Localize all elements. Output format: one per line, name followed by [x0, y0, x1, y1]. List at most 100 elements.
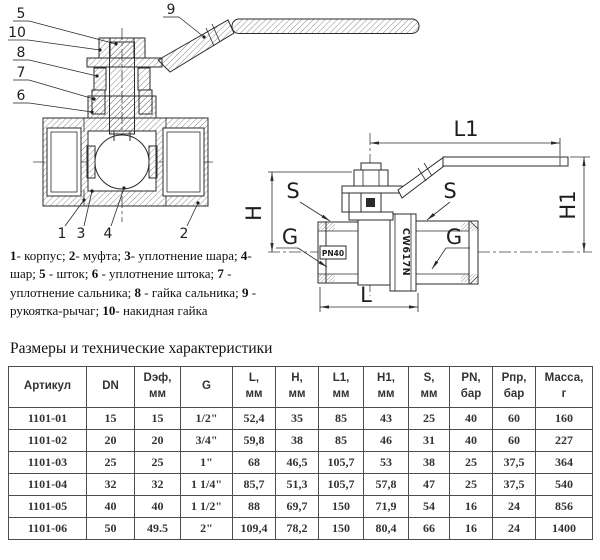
column-header: L, мм — [232, 366, 276, 408]
table-cell: 1 1/4" — [180, 473, 233, 496]
valve-body-side: PN40 CW617N — [317, 213, 479, 292]
table-cell: 37,5 — [492, 473, 536, 496]
stem-assembly-section — [86, 37, 163, 135]
table-cell: 1" — [180, 451, 233, 474]
table-cell: 68 — [232, 451, 276, 474]
parts-legend: 1- корпус; 2- муфта; 3- уплотнение шара;… — [10, 248, 257, 319]
table-cell: 38 — [275, 429, 319, 452]
table-cell: 60 — [492, 429, 536, 452]
table-cell: 16 — [449, 517, 493, 540]
table-cell: 32 — [134, 473, 181, 496]
table-cell: 54 — [408, 495, 450, 518]
legend-item-number: 2 — [68, 248, 76, 263]
table-cell: 46,5 — [275, 451, 319, 474]
table-title: Размеры и технические характеристики — [10, 340, 273, 357]
table-cell: 16 — [449, 495, 493, 518]
table-cell: 856 — [535, 495, 593, 518]
table-cell: 49.5 — [134, 517, 181, 540]
table-cell: 540 — [535, 473, 593, 496]
column-header: Dэф, мм — [134, 366, 181, 408]
table-cell: 15 — [134, 407, 181, 430]
table-cell: 105,7 — [318, 473, 364, 496]
table-cell: 37,5 — [492, 451, 536, 474]
table-cell: 85 — [318, 407, 364, 430]
table-cell: 40 — [449, 429, 493, 452]
table-cell: 150 — [318, 495, 364, 518]
column-header: PN, бар — [449, 366, 493, 408]
table-cell: 25 — [86, 451, 135, 474]
legend-item-number: 1 — [10, 248, 17, 263]
table-cell: 71,9 — [363, 495, 409, 518]
dim-L1: L1 — [453, 117, 478, 141]
dim-H1: H1 — [556, 190, 580, 219]
table-cell: 364 — [535, 451, 593, 474]
legend-item-number: 4 — [240, 248, 248, 263]
table-cell: 15 — [86, 407, 135, 430]
legend-item-number: 7 — [217, 266, 224, 282]
table-cell: 53 — [363, 451, 409, 474]
table-cell: 2" — [180, 517, 233, 540]
dim-G-right: G — [446, 225, 462, 249]
dim-H: H — [242, 205, 266, 221]
table-cell: 1/2" — [180, 407, 233, 430]
table-cell: 59,8 — [232, 429, 276, 452]
callout-3: 3 — [77, 226, 86, 242]
table-cell: 32 — [86, 473, 135, 496]
pressure-marking-box — [319, 245, 347, 260]
legend-item-number: 5 — [39, 266, 46, 282]
table-cell: 57,8 — [363, 473, 409, 496]
column-header: Артикул — [8, 366, 87, 408]
table-cell: 1101-06 — [8, 517, 87, 540]
table-cell: 25 — [134, 451, 181, 474]
table-cell: 25 — [449, 451, 493, 474]
legend-item-number: 10 — [102, 303, 116, 319]
table-cell: 78,2 — [275, 517, 319, 540]
table-cell: 24 — [492, 517, 536, 540]
table-cell: 25 — [408, 407, 450, 430]
table-cell: 1101-02 — [8, 429, 87, 452]
table-cell: 109,4 — [232, 517, 276, 540]
table-cell: 66 — [408, 517, 450, 540]
stem-handle-side — [341, 156, 569, 221]
table-cell: 40 — [134, 495, 181, 518]
table-cell: 51,3 — [275, 473, 319, 496]
table-cell: 1101-03 — [8, 451, 87, 474]
callout-2: 2 — [180, 226, 189, 242]
table-cell: 38 — [408, 451, 450, 474]
dim-S-right: S — [443, 179, 456, 203]
callout-9: 9 — [167, 2, 176, 18]
table-cell: 52,4 — [232, 407, 276, 430]
column-header: H, мм — [275, 366, 319, 408]
table-cell: 1101-05 — [8, 495, 87, 518]
table-cell: 150 — [318, 517, 364, 540]
callouts: 5 10 8 7 6 9 1 3 4 2 — [8, 2, 206, 242]
callout-7: 7 — [17, 65, 26, 81]
table-cell: 25 — [449, 473, 493, 496]
table-cell: 60 — [492, 407, 536, 430]
table-cell: 50 — [86, 517, 135, 540]
table-cell: 3/4" — [180, 429, 233, 452]
table-cell: 20 — [86, 429, 135, 452]
column-header: DN — [86, 366, 135, 408]
table-cell: 85,7 — [232, 473, 276, 496]
table-cell: 35 — [275, 407, 319, 430]
table-cell: 40 — [449, 407, 493, 430]
stem-square — [366, 198, 375, 207]
handle-section — [157, 18, 420, 73]
legend-item-number: 8 — [134, 284, 142, 300]
table-cell: 85 — [318, 429, 364, 452]
column-header: Масса, г — [535, 366, 593, 408]
callout-4: 4 — [104, 226, 113, 242]
table-cell: 1400 — [535, 517, 593, 540]
dim-S-left: S — [286, 179, 299, 203]
legend-item-number: 6 — [91, 266, 99, 282]
table-cell: 24 — [492, 495, 536, 518]
